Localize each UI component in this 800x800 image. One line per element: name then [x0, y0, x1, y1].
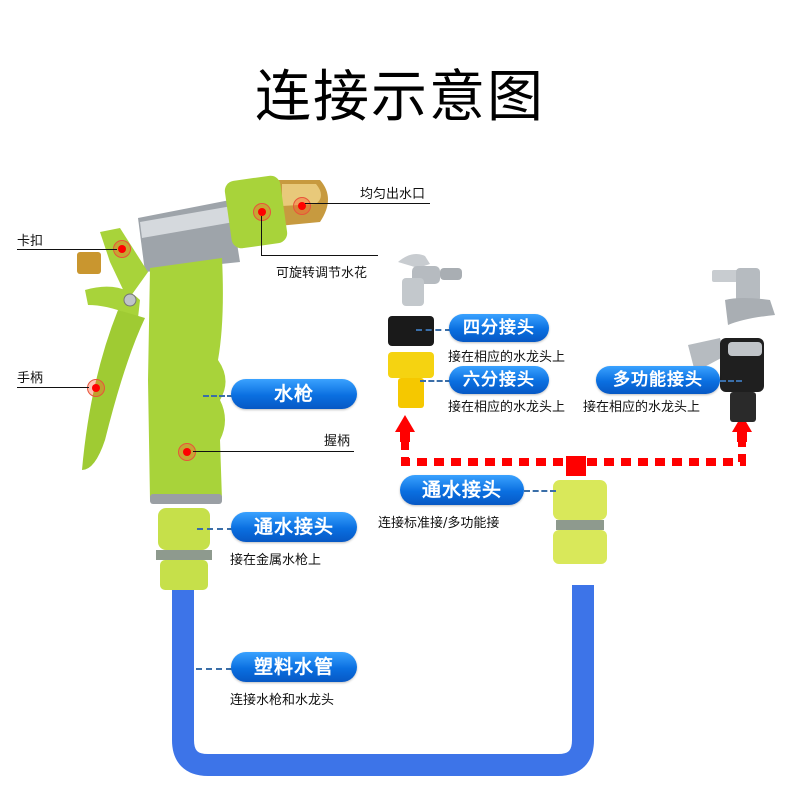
hose-connector-dash-line — [524, 490, 556, 492]
hose-connector-right — [553, 480, 607, 564]
hose-desc: 连接水枪和水龙头 — [230, 693, 335, 708]
four-fen-desc: 接在相应的水龙头上 — [448, 350, 566, 365]
gun-connector-desc: 接在金属水枪上 — [230, 553, 322, 568]
hose-dash-line — [196, 668, 232, 670]
clip-callout-line — [17, 249, 117, 250]
hose-pill: 塑料水管 — [231, 652, 357, 682]
six-fen-pill: 六分接头 — [449, 366, 549, 394]
hose-connector-desc: 连接标准接/多功能接 — [378, 516, 500, 531]
six-fen-dash-line — [420, 380, 451, 382]
trigger-callout-line — [17, 387, 89, 388]
faucet-left — [398, 254, 462, 306]
arrow-up-left-icon — [395, 415, 415, 432]
four-fen-adapter — [388, 316, 434, 346]
six-fen-desc: 接在相应的水龙头上 — [448, 400, 566, 415]
faucet-right — [712, 268, 775, 325]
gun-connector-pill: 通水接头 — [231, 512, 357, 542]
adjust-label: 可旋转调节水花 — [276, 266, 368, 281]
red-dashed-arrows — [395, 415, 752, 476]
gun-connector-dash-line — [197, 528, 233, 530]
trigger-label: 手柄 — [17, 371, 44, 386]
marker-trigger-dot — [87, 379, 105, 397]
grip-label: 握柄 — [324, 434, 351, 449]
multi-function-dash-line — [720, 380, 742, 382]
spray-gun — [77, 175, 328, 590]
page-title: 连接示意图 — [255, 65, 545, 130]
adjust-callout-line — [261, 255, 378, 256]
marker-grip-dot — [178, 443, 196, 461]
multi-function-desc: 接在相应的水龙头上 — [583, 400, 701, 415]
multi-function-adapter — [688, 338, 764, 422]
adjust-callout-vline — [261, 216, 262, 256]
gun-dash-line — [203, 395, 233, 397]
six-fen-adapter — [388, 352, 434, 408]
marker-nozzle-dot — [293, 197, 311, 215]
arrow-up-right-icon — [732, 415, 752, 432]
multi-function-pill: 多功能接头 — [596, 366, 720, 394]
hose-connector-pill: 通水接头 — [400, 475, 524, 505]
plastic-hose — [172, 585, 594, 776]
marker-adjust-dot — [253, 203, 271, 221]
clip-label: 卡扣 — [17, 234, 44, 249]
gun-pill: 水枪 — [231, 379, 357, 409]
four-fen-dash-line — [416, 329, 451, 331]
t-connector-stem — [566, 456, 586, 476]
nozzle-callout-line — [305, 203, 430, 204]
four-fen-pill: 四分接头 — [449, 314, 549, 342]
grip-callout-line — [193, 451, 354, 452]
nozzle-label: 均匀出水口 — [360, 187, 426, 202]
